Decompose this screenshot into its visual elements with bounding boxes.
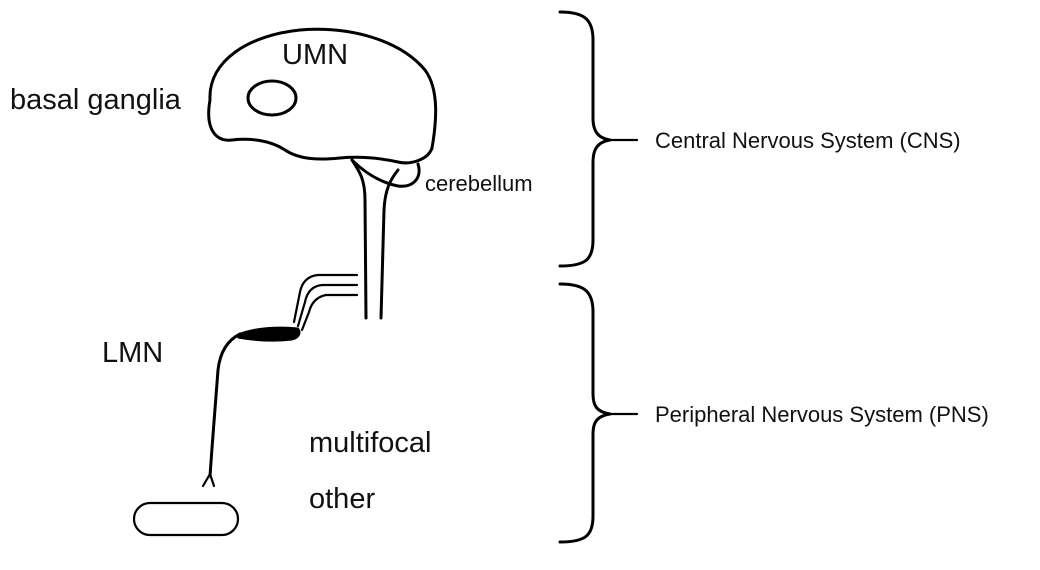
nerve-root-1	[292, 273, 359, 324]
label-pns: Peripheral Nervous System (PNS)	[655, 402, 989, 427]
basal-ganglia-oval	[246, 79, 298, 117]
nerve-root-2	[296, 283, 359, 328]
label-cerebellum: cerebellum	[425, 171, 533, 196]
label-basal-ganglia: basal ganglia	[10, 84, 182, 116]
brain-outline	[207, 27, 438, 165]
label-multifocal: multifocal	[309, 427, 432, 459]
label-cns: Central Nervous System (CNS)	[655, 128, 961, 153]
nerve-root-3	[300, 293, 359, 332]
cerebellum-outline	[350, 158, 421, 188]
label-lmn: LMN	[102, 337, 163, 369]
label-umn: UMN	[282, 39, 348, 71]
spinal-cord-right	[379, 168, 400, 320]
label-other: other	[309, 483, 375, 515]
peripheral-nerve	[208, 332, 242, 478]
nerve-terminal-right	[208, 472, 216, 488]
pns-brace	[558, 282, 612, 544]
nerve-terminal-left	[201, 472, 212, 488]
spinal-cord-left	[350, 158, 368, 320]
muscle-capsule	[132, 501, 240, 537]
cns-brace	[558, 10, 612, 268]
ganglion-blob	[237, 326, 301, 342]
